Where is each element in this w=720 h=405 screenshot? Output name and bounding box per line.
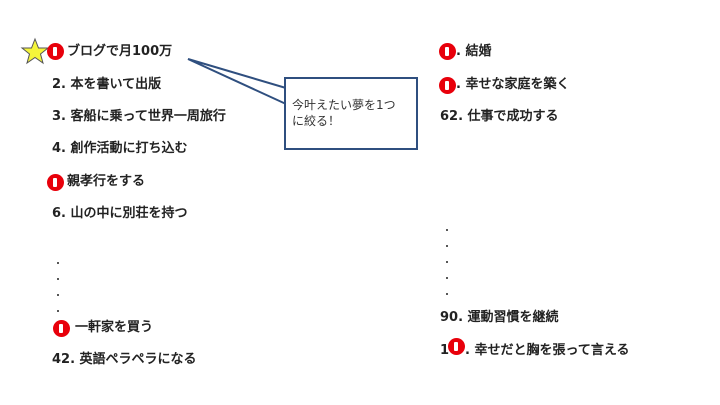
list-item: 42. 英語ペラペラになる <box>52 352 197 367</box>
callout-box: 今叶えたい夢を1つ に絞る！ <box>284 77 418 150</box>
ellipsis-dot <box>57 294 59 296</box>
callout-line1: 今叶えたい夢を1つ <box>292 98 396 112</box>
callout-line2: に絞る！ <box>292 114 341 128</box>
ellipsis-dot <box>446 293 448 295</box>
red-circle-marker <box>53 320 70 337</box>
ellipsis-dot <box>446 277 448 279</box>
list-item: 4. 創作活動に打ち込む <box>52 141 188 156</box>
list-item: . 結婚 <box>456 44 492 59</box>
red-circle-marker <box>47 174 64 191</box>
ellipsis-dot <box>57 262 59 264</box>
list-item: . 幸せな家庭を築く <box>456 77 570 92</box>
list-item: 62. 仕事で成功する <box>440 109 559 124</box>
red-circle-marker <box>439 43 456 60</box>
list-item: 親孝行をする <box>67 174 146 189</box>
list-item: 1 . 幸せだと胸を張って言える <box>440 343 629 359</box>
star-icon <box>20 37 50 65</box>
ellipsis-dot <box>446 229 448 231</box>
ellipsis-dot <box>446 261 448 263</box>
list-item: 2. 本を書いて出版 <box>52 77 162 92</box>
ellipsis-dot <box>446 245 448 247</box>
list-item-text: . 幸せだと胸を張って言える <box>465 343 630 358</box>
list-item: 90. 運動習慣を継続 <box>440 310 559 325</box>
red-circle-marker <box>47 43 64 60</box>
list-item: ブログで月100万 <box>67 44 173 59</box>
ellipsis-dot <box>57 310 59 312</box>
list-item: 6. 山の中に別荘を持つ <box>52 206 188 221</box>
red-circle-marker <box>448 338 465 355</box>
list-item-number: 1 <box>440 343 450 358</box>
list-item: 3. 客船に乗って世界一周旅行 <box>52 109 226 124</box>
ellipsis-dot <box>57 278 59 280</box>
list-item: 一軒家を買う <box>75 320 154 335</box>
red-circle-marker <box>439 77 456 94</box>
